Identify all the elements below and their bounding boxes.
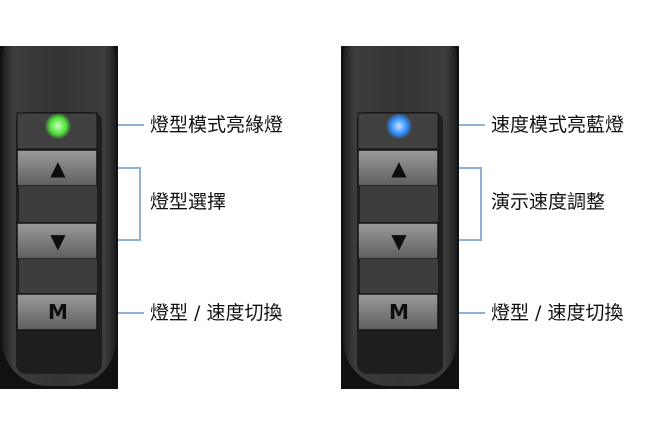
remote-pattern-mode: ▲ ▼ M xyxy=(0,46,118,389)
callout-pattern-select: 燈型選擇 xyxy=(150,191,227,213)
remote-body xyxy=(0,46,118,389)
callout-mode-toggle: 燈型 / 速度切換 xyxy=(150,302,283,324)
down-arrow-button[interactable]: ▼ xyxy=(391,229,407,253)
down-arrow-button[interactable]: ▼ xyxy=(50,229,66,253)
callout-blue-led: 速度模式亮藍燈 xyxy=(491,114,625,136)
callout-mode-toggle: 燈型 / 速度切換 xyxy=(491,302,624,324)
callout-speed-adjust: 演示速度調整 xyxy=(491,191,606,213)
mode-button[interactable]: M xyxy=(389,300,409,324)
mode-button[interactable]: M xyxy=(48,300,68,324)
remote-body xyxy=(341,46,459,389)
blue-led-indicator xyxy=(386,113,412,139)
up-arrow-button[interactable]: ▲ xyxy=(50,156,66,180)
green-led-indicator xyxy=(45,113,71,139)
remote-speed-mode: ▲ ▼ M xyxy=(341,46,459,389)
callout-green-led: 燈型模式亮綠燈 xyxy=(150,114,284,136)
up-arrow-button[interactable]: ▲ xyxy=(391,156,407,180)
